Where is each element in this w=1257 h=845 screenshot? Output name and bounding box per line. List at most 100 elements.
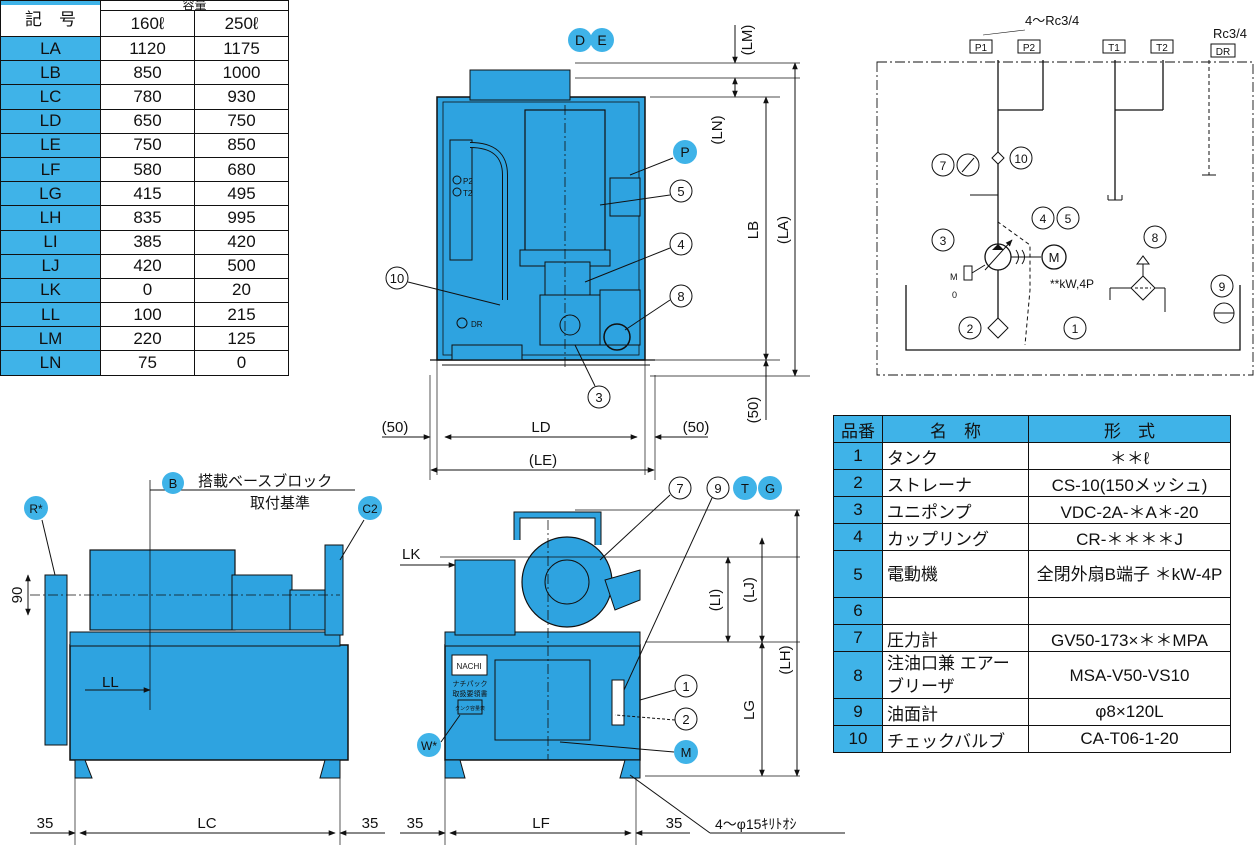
svg-text:P: P [680,144,689,160]
dim-value-250: 1000 [194,60,289,86]
bubble-W [417,733,441,757]
part-name: タンク [882,442,1029,470]
svg-text:R*: R* [29,502,43,516]
motor-symbol [1041,244,1067,270]
svg-text:M: M [681,745,692,760]
circuit-num-10 [1009,146,1033,170]
part-model [1028,597,1231,625]
svg-text:C2: C2 [362,502,378,516]
bubble-R [24,496,48,520]
part-model: φ8×120L [1028,698,1231,726]
dim-LJ: (LJ) [741,577,758,603]
bubble-T [733,476,757,500]
svg-text:5: 5 [1065,212,1072,226]
dim-LC: LC [197,815,216,832]
parts-header-name: 名 称 [882,415,1029,443]
part-name: チェックバルブ [882,725,1029,753]
callout-7 [668,476,692,500]
part-name: 注油口兼 エアーブリーザ [882,651,1029,699]
label-t2: T2 [463,189,473,198]
dim-value-160: 835 [100,205,195,231]
dim-key: LK [0,277,101,304]
dim-35-right: 35 [362,815,379,832]
dim-key: LE [0,132,101,158]
return-pipe [469,69,571,101]
svg-text:3: 3 [940,234,947,248]
parts-header-no: 品番 [833,415,883,443]
dim-50-bottom: (50) [745,397,762,424]
svg-text:取扱要領書: 取扱要領書 [453,689,488,698]
svg-text:8: 8 [1152,231,1159,245]
dim-LI: (LI) [707,589,724,612]
circuit-num-4 [1031,206,1055,230]
svg-text:タンク容量表: タンク容量表 [455,705,485,712]
dim-value-250: 930 [194,84,289,110]
callout-1 [674,674,698,698]
circuit-frame [876,61,1254,376]
dim-LF: LF [532,815,550,832]
dim-value-160: 780 [100,84,195,110]
dim-col-250: 250ℓ [194,10,289,37]
svg-text:M: M [1049,250,1060,265]
callout-5 [669,179,693,203]
dim-value-160: 1120 [100,35,195,62]
svg-text:1: 1 [1072,322,1079,336]
svg-text:T: T [741,481,749,496]
dim-value-250: 750 [194,108,289,134]
motor-side [89,549,236,631]
dim-key: LN [0,350,101,376]
part-model: 全閉外扇B端子 ＊kW-4P [1028,550,1231,598]
dim-key: LF [0,156,101,183]
part-name [882,597,1029,625]
svg-text:7: 7 [676,481,683,496]
callout-3 [587,385,611,409]
dim-value-160: 100 [100,302,195,328]
side-view: 搭載ベースブロック 取付基準 LL 90 LC 35 35 B R* C2 [9,472,385,845]
part-name: 圧力計 [882,624,1029,652]
dim-value-160: 750 [100,132,195,158]
bubble-E [590,28,614,52]
part-model: CS-10(150メッシュ) [1028,469,1231,497]
dim-50-left: (50) [382,419,409,436]
bubble-C2 [358,496,382,520]
part-number: 1 [833,442,883,470]
dim-value-160: 220 [100,326,195,352]
dim-symbol-label: 記 号 [0,4,101,31]
dim-value-250: 500 [194,253,289,279]
callout-4 [669,232,693,256]
dim-key: LI [0,229,101,255]
dim-key: LL [0,302,101,328]
dim-value-250: 495 [194,181,289,207]
holes-note: 4～φ15ｷﾘﾄｵｼ [715,816,796,832]
svg-text:1: 1 [682,679,689,694]
dim-key: LD [0,108,101,134]
dim-LK: LK [402,546,420,563]
svg-text:9: 9 [714,481,721,496]
part-name: ストレーナ [882,469,1029,497]
dr-note: Rc3/4 [1213,26,1247,41]
dim-value-250: 0 [194,350,289,376]
svg-text:0: 0 [952,290,957,300]
dim-LE: (LE) [529,452,557,469]
dim-90: 90 [9,587,26,604]
dim-50-right: (50) [683,419,710,436]
svg-text:D: D [575,32,585,48]
bubble-D [568,28,592,52]
port-T1: T1 [1108,43,1120,54]
part-name: カップリング [882,523,1029,551]
svg-text:M: M [950,272,958,282]
svg-text:G: G [765,481,775,496]
